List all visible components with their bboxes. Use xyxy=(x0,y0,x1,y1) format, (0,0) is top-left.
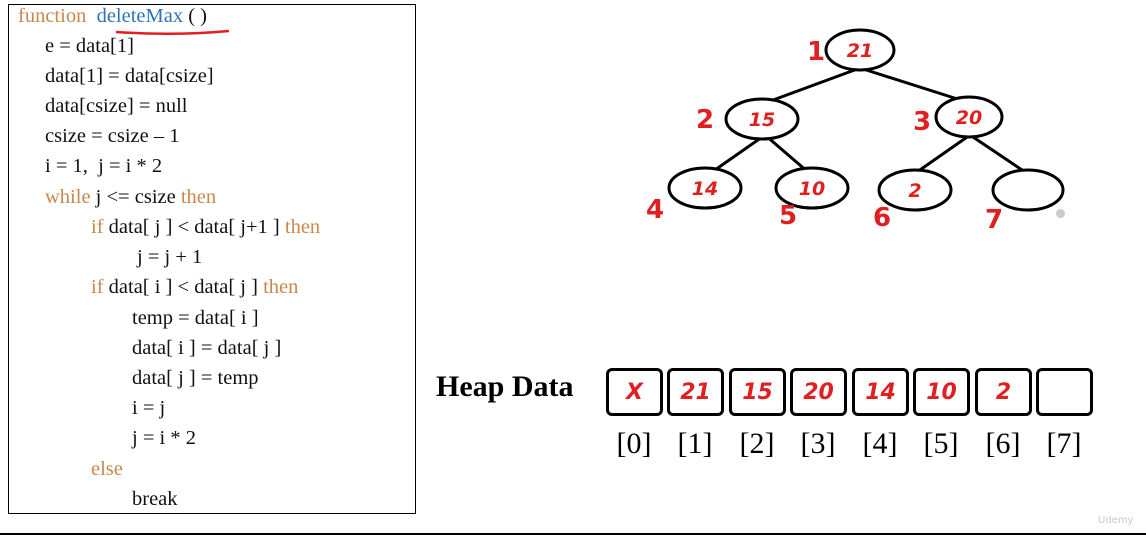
heap-index-1: [1] xyxy=(677,427,713,460)
udemy-watermark: Udemy xyxy=(1098,515,1134,526)
heap-cell-5: 10 xyxy=(913,368,970,416)
node-index-label: 6 xyxy=(873,203,891,233)
if2-condition: data[ i ] < data[ j ] xyxy=(103,276,264,298)
tree-edge xyxy=(969,133,1026,174)
keyword-function: function xyxy=(18,5,87,27)
node-value: 14 xyxy=(692,178,718,200)
code-line-decrement: csize = csize – 1 xyxy=(45,125,180,147)
heap-cell-6: 2 xyxy=(975,368,1032,416)
node-index-label: 7 xyxy=(985,205,1003,235)
tree-edge xyxy=(711,133,766,174)
code-line-increment: j = j + 1 xyxy=(137,246,203,268)
node-value: 15 xyxy=(749,109,775,131)
tree-edge xyxy=(764,133,809,174)
heap-index-7: [7] xyxy=(1046,427,1082,460)
node-value: 10 xyxy=(799,178,825,200)
node-value: 2 xyxy=(908,180,921,202)
keyword-if: if xyxy=(91,276,104,298)
code-line-else: else xyxy=(91,458,123,481)
code-line-while: while j <= csize then xyxy=(45,186,216,209)
code-line-null: data[csize] = null xyxy=(45,95,188,117)
code-line-e: e = data[1] xyxy=(45,35,134,57)
code-panel: function deleteMax ( ) e = data[1] data[… xyxy=(8,4,416,514)
tree-edge xyxy=(916,133,971,174)
tree-edge xyxy=(859,66,971,105)
node-value: 21 xyxy=(847,40,873,62)
node-value: 20 xyxy=(956,107,982,129)
keyword-then: then xyxy=(180,186,217,208)
keyword-if: if xyxy=(91,216,104,238)
tree-node-5: 10 5 xyxy=(774,166,850,231)
code-line-if1: if data[ j ] < data[ j+1 ] then xyxy=(91,216,320,239)
heap-index-6: [6] xyxy=(985,427,1021,460)
while-condition: j <= csize xyxy=(90,186,181,208)
function-name-underline xyxy=(115,29,230,36)
code-line-if2: if data[ i ] < data[ j ] then xyxy=(91,276,298,299)
heap-cell-3: 20 xyxy=(790,368,847,416)
node-index-label: 1 xyxy=(807,37,825,67)
keyword-else: else xyxy=(91,458,123,480)
heap-title: Heap Data xyxy=(436,370,574,403)
tree-node-6: 2 6 xyxy=(873,168,953,233)
heap-index-2: [2] xyxy=(739,427,775,460)
code-line-break: break xyxy=(132,488,178,510)
tree-node-3: 20 3 xyxy=(913,95,1004,139)
tree-node-2: 15 2 xyxy=(696,97,800,141)
code-line-temp: temp = data[ i ] xyxy=(132,307,259,329)
tree-node-7: 7 xyxy=(985,168,1065,235)
code-line-i-assign: i = j xyxy=(132,397,166,419)
pointer-dot xyxy=(1056,209,1065,218)
if1-condition: data[ j ] < data[ j+1 ] xyxy=(103,216,285,238)
node-index-label: 2 xyxy=(696,105,714,135)
tree-node-1: 21 1 xyxy=(807,28,896,72)
code-line-init: i = 1, j = i * 2 xyxy=(45,155,163,177)
node-index-label: 5 xyxy=(779,201,797,231)
bottom-divider xyxy=(0,533,1146,535)
keyword-while: while xyxy=(45,186,91,208)
heap-index-4: [4] xyxy=(862,427,898,460)
code-line-data1: data[1] = data[csize] xyxy=(45,65,214,87)
heap-cell-1: 21 xyxy=(667,368,724,416)
code-line-j-assign: j = i * 2 xyxy=(132,427,196,449)
code-line-swap2: data[ j ] = temp xyxy=(132,367,259,389)
heap-cell-0: X xyxy=(606,368,663,416)
heap-index-0: [0] xyxy=(616,427,652,460)
heap-index-5: [5] xyxy=(923,427,959,460)
heap-cell-4: 14 xyxy=(852,368,909,416)
keyword-then: then xyxy=(263,276,299,298)
function-name: deleteMax xyxy=(96,5,184,27)
node-index-label: 3 xyxy=(913,107,931,137)
code-line-function: function deleteMax ( ) xyxy=(18,5,207,28)
heap-cell-2: 15 xyxy=(729,368,786,416)
code-line-swap1: data[ i ] = data[ j ] xyxy=(132,337,282,359)
node-index-label: 4 xyxy=(646,195,664,225)
heap-index-3: [3] xyxy=(800,427,836,460)
tree-edge xyxy=(764,66,861,105)
function-parens: ( ) xyxy=(183,5,207,27)
heap-cell-7 xyxy=(1036,368,1093,416)
tree-node-4: 14 4 xyxy=(646,166,743,225)
keyword-then: then xyxy=(284,216,321,238)
